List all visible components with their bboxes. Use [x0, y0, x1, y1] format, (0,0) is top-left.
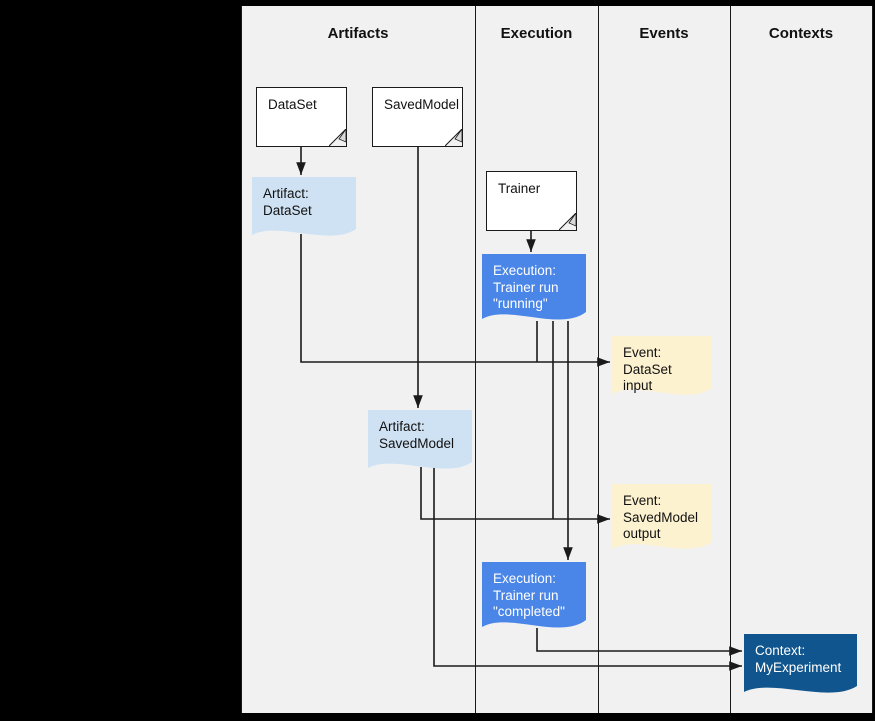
column-header-events: Events: [639, 25, 689, 42]
node-savedmodel-type[interactable]: SavedModel: [372, 87, 463, 147]
node-trainer-type-label: Trainer: [498, 181, 541, 196]
column-header-execution: Execution: [500, 25, 573, 42]
column-header-contexts: Contexts: [768, 25, 834, 42]
wavy-document-shape: [612, 484, 712, 549]
column-header-artifacts: Artifacts: [327, 25, 389, 42]
node-dataset-type[interactable]: DataSet: [256, 87, 347, 147]
node-dataset-type-label: DataSet: [268, 97, 317, 112]
wavy-document-shape: [612, 336, 712, 395]
node-artifact-savedmodel-label: Artifact: SavedModel: [379, 419, 455, 451]
node-event-savedmodel-output[interactable]: Event: SavedModel output: [612, 484, 712, 556]
wavy-document-shape: [482, 254, 586, 320]
node-event-dataset-input[interactable]: Event: DataSet input: [612, 336, 712, 400]
node-event-savedmodel-output-label: Event: SavedModel output: [623, 493, 699, 541]
node-execution-completed[interactable]: Execution: Trainer run "completed": [482, 562, 586, 634]
node-execution-completed-label: Execution: Trainer run "completed": [493, 571, 565, 619]
node-context-myexperiment-label: Context: MyExperiment: [755, 643, 842, 675]
column-rule-right: [872, 6, 873, 713]
node-event-dataset-input-label: Event: DataSet input: [623, 345, 672, 393]
node-artifact-savedmodel[interactable]: Artifact: SavedModel: [368, 410, 472, 474]
node-context-myexperiment[interactable]: Context: MyExperiment: [744, 634, 857, 698]
column-rule-contexts: [730, 6, 731, 713]
node-execution-running[interactable]: Execution: Trainer run "running": [482, 254, 586, 326]
wavy-document-shape: [252, 177, 356, 236]
node-artifact-dataset-label: Artifact: DataSet: [263, 186, 312, 218]
folded-corner-icon: [445, 129, 462, 146]
folded-corner-icon: [329, 129, 346, 146]
node-execution-running-label: Execution: Trainer run "running": [493, 263, 559, 311]
column-rule-execution: [475, 6, 476, 713]
node-trainer-type[interactable]: Trainer: [486, 171, 577, 231]
node-savedmodel-type-label: SavedModel: [384, 97, 460, 112]
node-artifact-dataset[interactable]: Artifact: DataSet: [252, 177, 356, 241]
wavy-document-shape: [744, 634, 857, 693]
column-rule-events: [598, 6, 599, 713]
column-rule-left: [241, 6, 242, 713]
wavy-document-shape: [368, 410, 472, 469]
edge-artifact-savedmodel-to-event-savedmodel-output: [420, 467, 610, 524]
folded-corner-icon: [559, 213, 576, 230]
diagram-canvas: Artifacts Execution Events Contexts: [241, 6, 873, 713]
wavy-document-shape: [482, 562, 586, 628]
